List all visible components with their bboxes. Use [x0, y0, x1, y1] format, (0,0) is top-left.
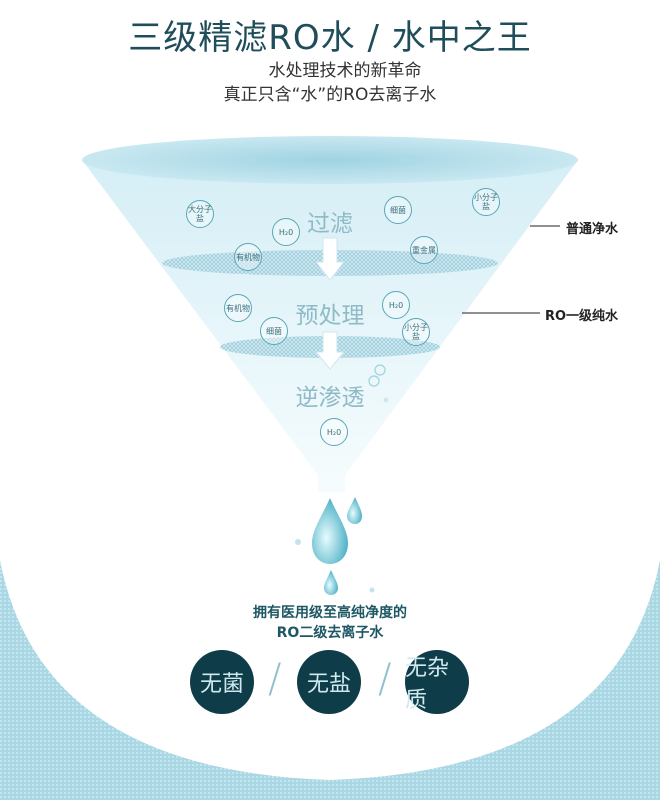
divider-slash: / [268, 656, 282, 702]
divider-slash: / [378, 656, 392, 702]
funnel-body [82, 160, 578, 492]
bubble-organic: 有机物 [224, 294, 252, 322]
funnel-top [82, 136, 578, 184]
arrow-down-icon [314, 331, 346, 370]
water-drop-icon [347, 497, 362, 524]
arrow-down-icon [314, 237, 346, 281]
bubble-h2o: H₂0 [382, 291, 410, 319]
caption-line-2: RO二级去离子水 [276, 625, 384, 641]
subtitle-1: 水处理技术的新革命 [268, 61, 422, 81]
bubble-h2o: H₂0 [272, 218, 300, 246]
label-ro-pure-water: RO一级纯水 [545, 309, 619, 324]
water-drop-large-icon [312, 498, 348, 564]
badge-impurity-free: 无杂质 [405, 650, 469, 714]
page-title: 三级精滤RO水 / 水中之王 [128, 18, 532, 58]
stage-reverse-osmosis: 逆渗透 [295, 385, 365, 411]
label-ordinary-water: 普通净水 [566, 222, 619, 237]
badge-salt-free: 无盐 [297, 650, 361, 714]
bubble-organic: 有机物 [234, 243, 262, 271]
bubble-bacteria: 细菌 [384, 196, 412, 224]
water-drop-icon [324, 570, 338, 595]
stage-filter: 过滤 [307, 211, 353, 237]
bubble-large-salt: 大分子盐 [186, 200, 214, 228]
stage-pretreatment: 预处理 [295, 303, 365, 329]
caption-line-1: 拥有医用级至高纯净度的 [253, 605, 407, 621]
bubble-bacteria: 细菌 [260, 317, 288, 345]
bubble-small-salt: 小分子盐 [402, 318, 430, 346]
badge-sterile: 无菌 [190, 650, 254, 714]
bubble-heavy-metal: 重金属 [410, 236, 438, 264]
bubble-small-salt: 小分子盐 [472, 188, 500, 216]
subtitle-2: 真正只含“水”的RO去离子水 [223, 85, 437, 105]
bubble-h2o: H₂0 [320, 418, 348, 446]
